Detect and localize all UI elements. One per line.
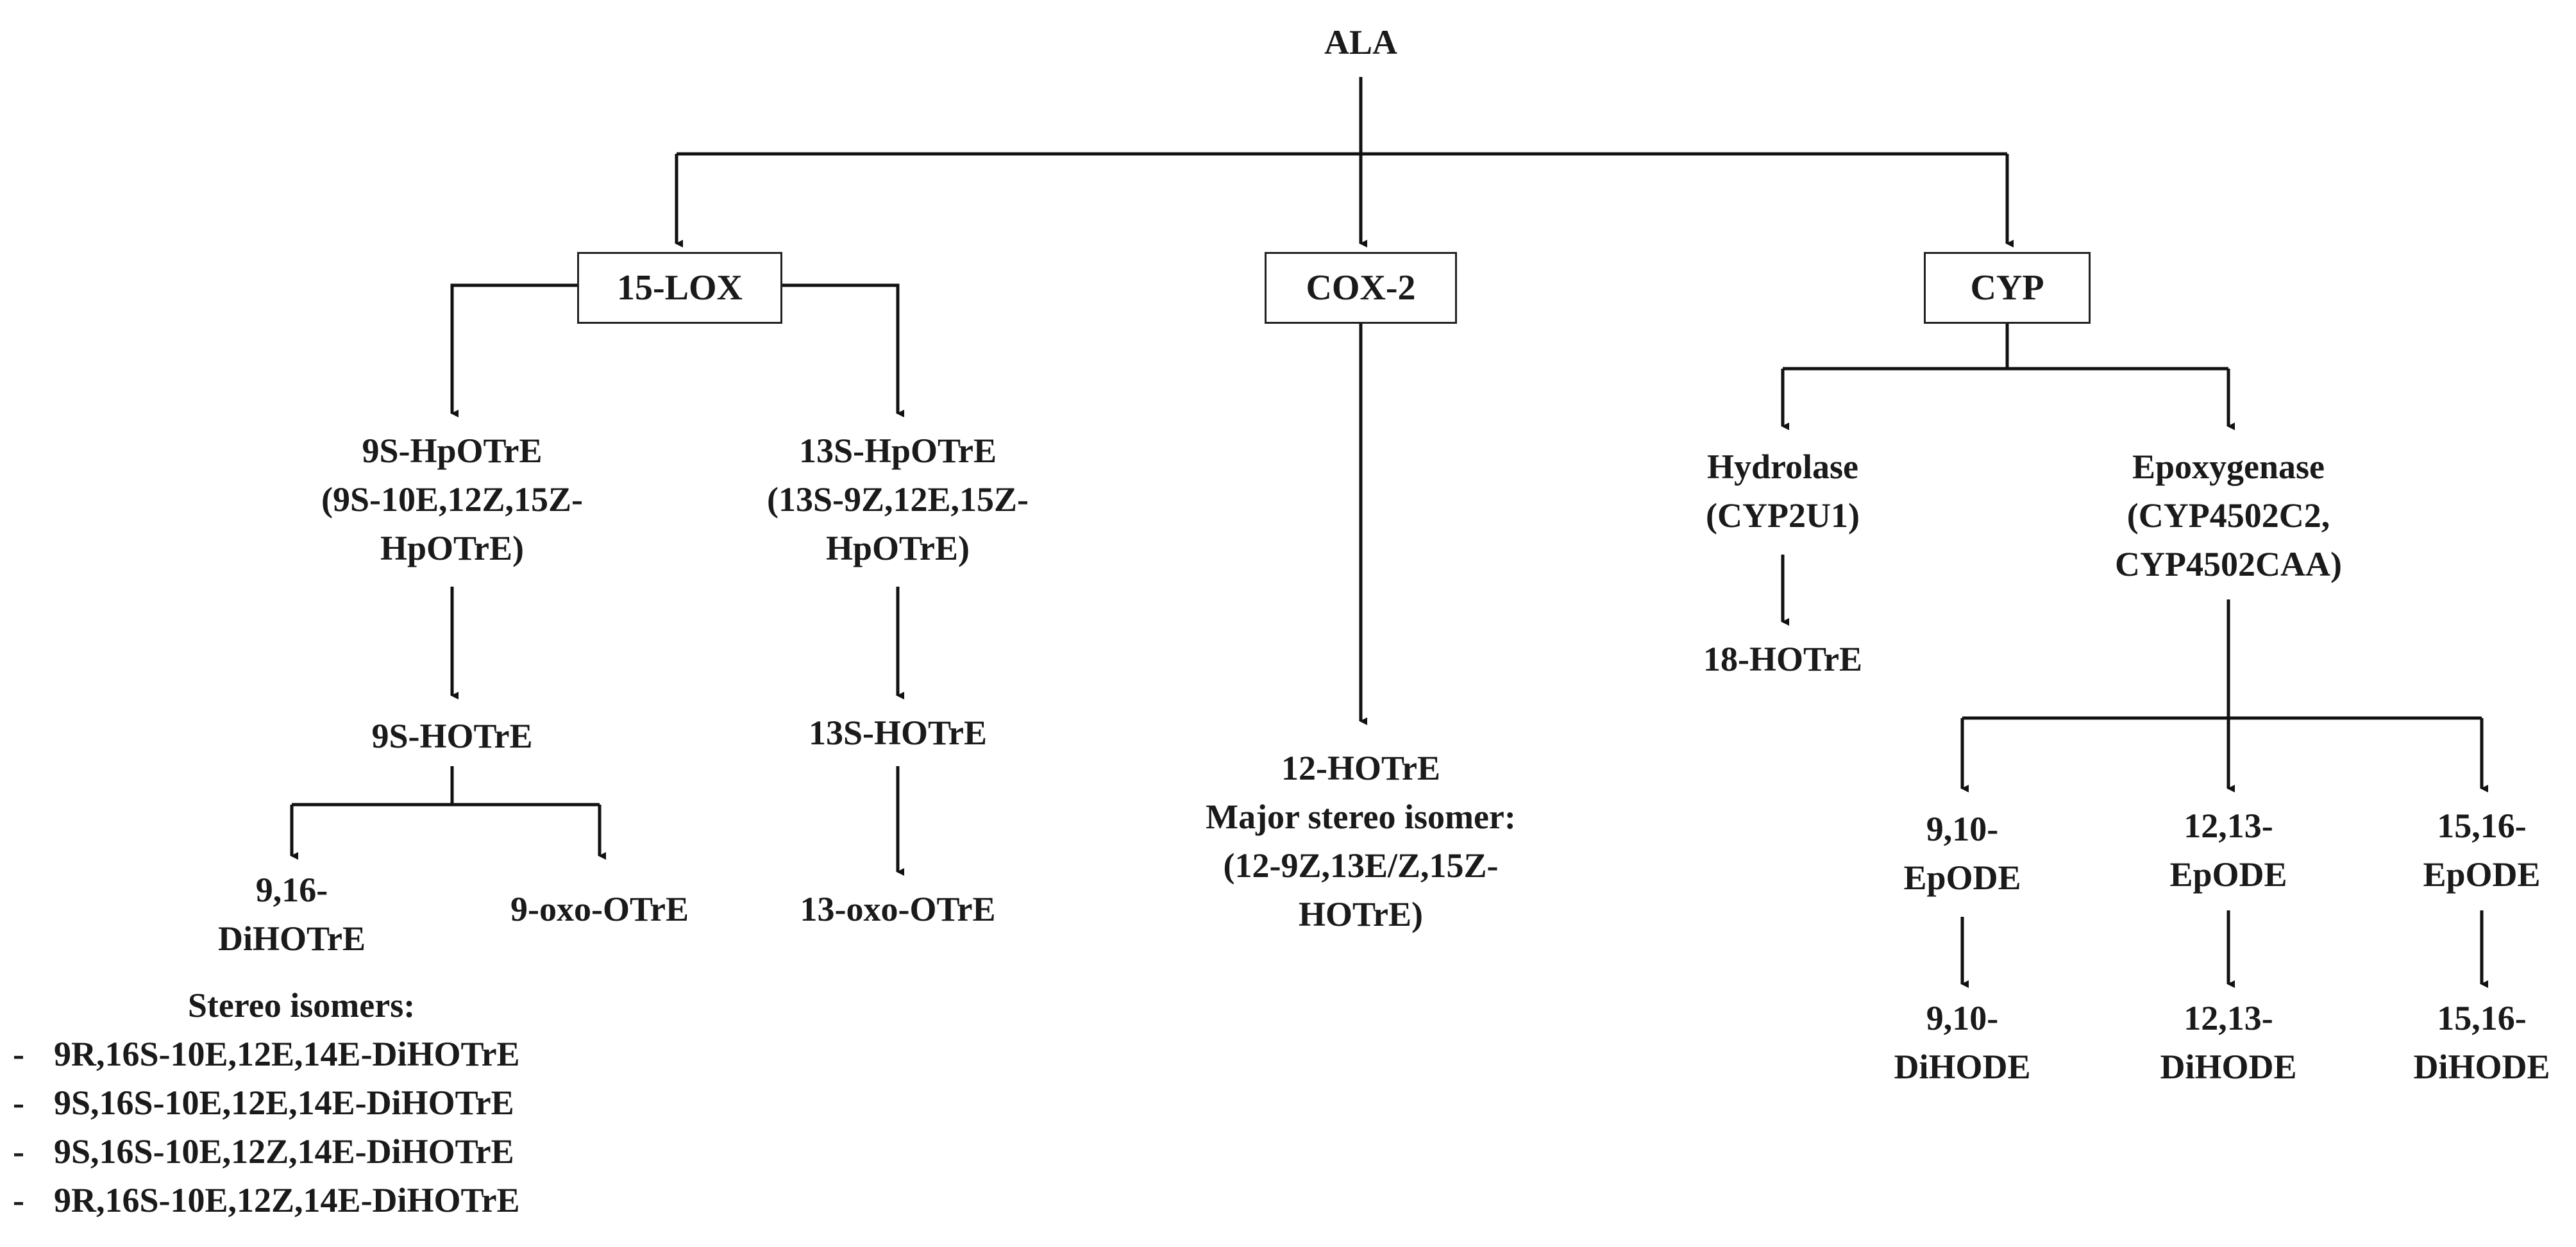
node-13s-hotre: 13S-HOTrE	[808, 714, 988, 752]
stereo-isomer-item: -9R,16S-10E,12Z,14E-DiHOTrE	[13, 1181, 520, 1219]
node-9s-hpotre: 9S-HpOTrE (9S-10E,12Z,15Z- HpOTrE)	[321, 431, 584, 567]
enzyme-box-cyp: CYP	[1924, 252, 2091, 324]
node-9s-hotre: 9S-HOTrE	[371, 717, 533, 755]
node-15-16-dihode: 15,16- DiHODE	[2413, 999, 2550, 1086]
node-12-13-dihode: 12,13- DiHODE	[2160, 999, 2297, 1086]
node-epoxygenase: Epoxygenase (CYP4502C2, CYP4502CAA)	[2115, 448, 2342, 583]
node-12-13-epode: 12,13- EpODE	[2169, 807, 2287, 894]
node-9-10-epode: 9,10- EpODE	[1903, 810, 2021, 897]
node-12-hotre: 12-HOTrE Major stereo isomer: (12-9Z,13E…	[1206, 749, 1516, 933]
stereo-isomer-header: Stereo isomers:	[187, 986, 416, 1025]
arrow-to-13s-hpotre	[782, 283, 904, 417]
enzyme-box-15-lox: 15-LOX	[577, 252, 782, 324]
node-13-oxo-otre: 13-oxo-OTrE	[800, 890, 996, 928]
enzyme-box-cox-2: COX-2	[1265, 252, 1457, 324]
node-13s-hpotre: 13S-HpOTrE (13S-9Z,12E,15Z- HpOTrE)	[766, 431, 1029, 567]
stereo-isomer-list: Stereo isomers: -9R,16S-10E,12E,14E-DiHO…	[13, 981, 590, 1225]
node-9-oxo-otre: 9-oxo-OTrE	[510, 890, 689, 928]
arrow-to-9s-hpotre	[450, 283, 580, 417]
node-15-16-epode: 15,16- EpODE	[2423, 807, 2541, 894]
node-ala: ALA	[1324, 23, 1398, 62]
stereo-isomer-item: -9S,16S-10E,12Z,14E-DiHOTrE	[13, 1132, 514, 1171]
node-9-16-dihotre: 9,16- DiHOTrE	[217, 871, 366, 958]
node-9-10-dihode: 9,10- DiHODE	[1894, 999, 2031, 1086]
stereo-isomer-item: -9R,16S-10E,12E,14E-DiHOTrE	[13, 1035, 520, 1073]
node-18-hotre: 18-HOTrE	[1703, 640, 1862, 678]
node-hydrolase: Hydrolase (CYP2U1)	[1706, 448, 1860, 535]
stereo-isomer-item: -9S,16S-10E,12E,14E-DiHOTrE	[13, 1084, 514, 1122]
